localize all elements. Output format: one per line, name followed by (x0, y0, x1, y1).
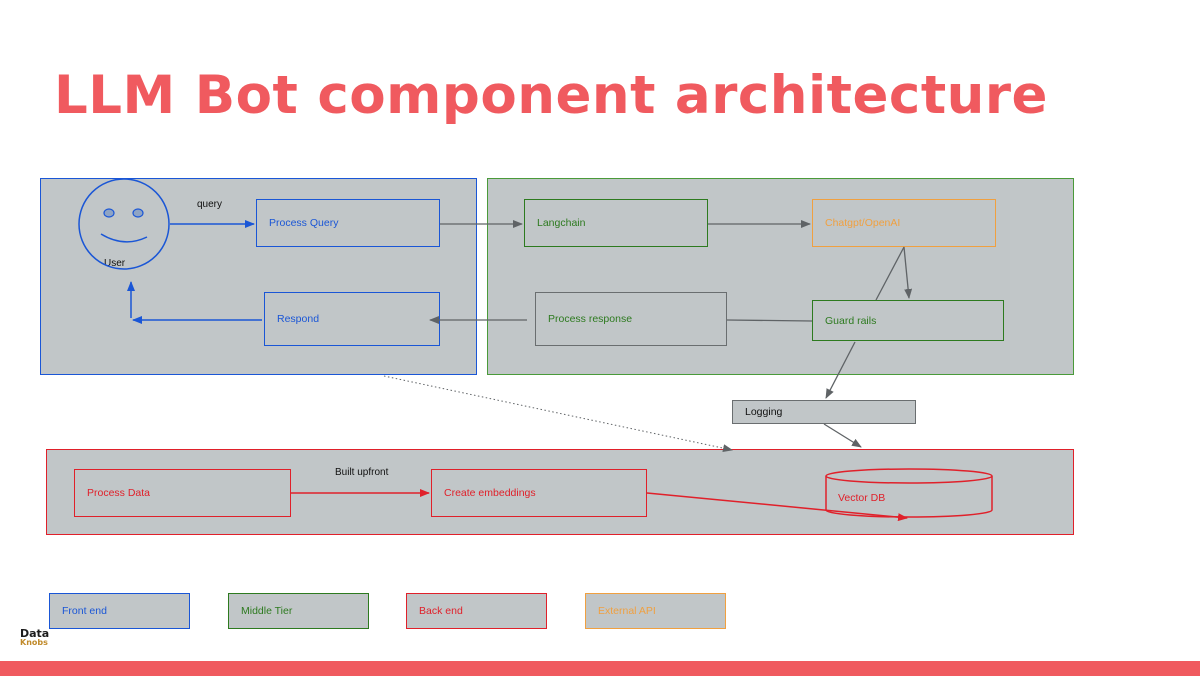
process-query-box: Process Query (256, 199, 440, 247)
process-response-box: Process response (535, 292, 727, 346)
logo-top-text: Data (20, 627, 50, 640)
embeddings-to-vector-db-arrow (646, 492, 908, 522)
guard-rails-box: Guard rails (812, 300, 1004, 341)
process-query-label: Process Query (269, 217, 339, 229)
legend-back-end: Back end (406, 593, 547, 629)
legend-front-end: Front end (49, 593, 190, 629)
logging-label: Logging (745, 406, 783, 418)
process-data-label: Process Data (87, 487, 151, 499)
legend-external-api-label: External API (598, 605, 656, 617)
footer-bar (0, 661, 1200, 676)
legend-external-api: External API (585, 593, 726, 629)
guard-rails-to-chatgpt-line (875, 246, 905, 301)
process-data-box: Process Data (74, 469, 291, 517)
langchain-label: Langchain (537, 217, 586, 229)
legend-middle-tier: Middle Tier (228, 593, 369, 629)
data-knobs-logo: Data Knobs (20, 628, 49, 647)
respond-box: Respond (264, 292, 440, 346)
guard-rails-label: Guard rails (825, 314, 877, 327)
query-label: query (197, 199, 223, 210)
smiley-face-icon (78, 178, 170, 270)
legend-middle-tier-label: Middle Tier (241, 605, 293, 617)
vector-db-cylinder (825, 468, 993, 518)
guard-rails-to-logging-arrow (825, 341, 856, 399)
page-title: LLM Bot component architecture (54, 65, 1048, 126)
process-response-label: Process response (548, 313, 633, 325)
logging-to-backend-arrow (823, 423, 862, 448)
respond-label: Respond (277, 313, 320, 325)
legend-front-end-label: Front end (62, 605, 107, 617)
guard-rails-to-process-response-line (726, 319, 813, 322)
chatgpt-to-guard-rails-arrow (903, 246, 913, 299)
frontend-to-backend-dotted-arrow (383, 375, 733, 453)
create-embeddings-box: Create embeddings (431, 469, 647, 517)
create-embeddings-label: Create embeddings (444, 487, 536, 499)
vector-db-label: Vector DB (838, 492, 886, 504)
chatgpt-openai-label: Chatgpt/OpenAI (825, 217, 901, 229)
built-upfront-label: Built upfront (335, 467, 389, 478)
langchain-box: Langchain (524, 199, 708, 247)
user-label: User (104, 258, 126, 269)
chatgpt-openai-box: Chatgpt/OpenAI (812, 199, 996, 247)
legend-back-end-label: Back end (419, 605, 463, 617)
logo-bottom-text: Knobs (20, 638, 48, 647)
logging-box: Logging (732, 400, 916, 424)
